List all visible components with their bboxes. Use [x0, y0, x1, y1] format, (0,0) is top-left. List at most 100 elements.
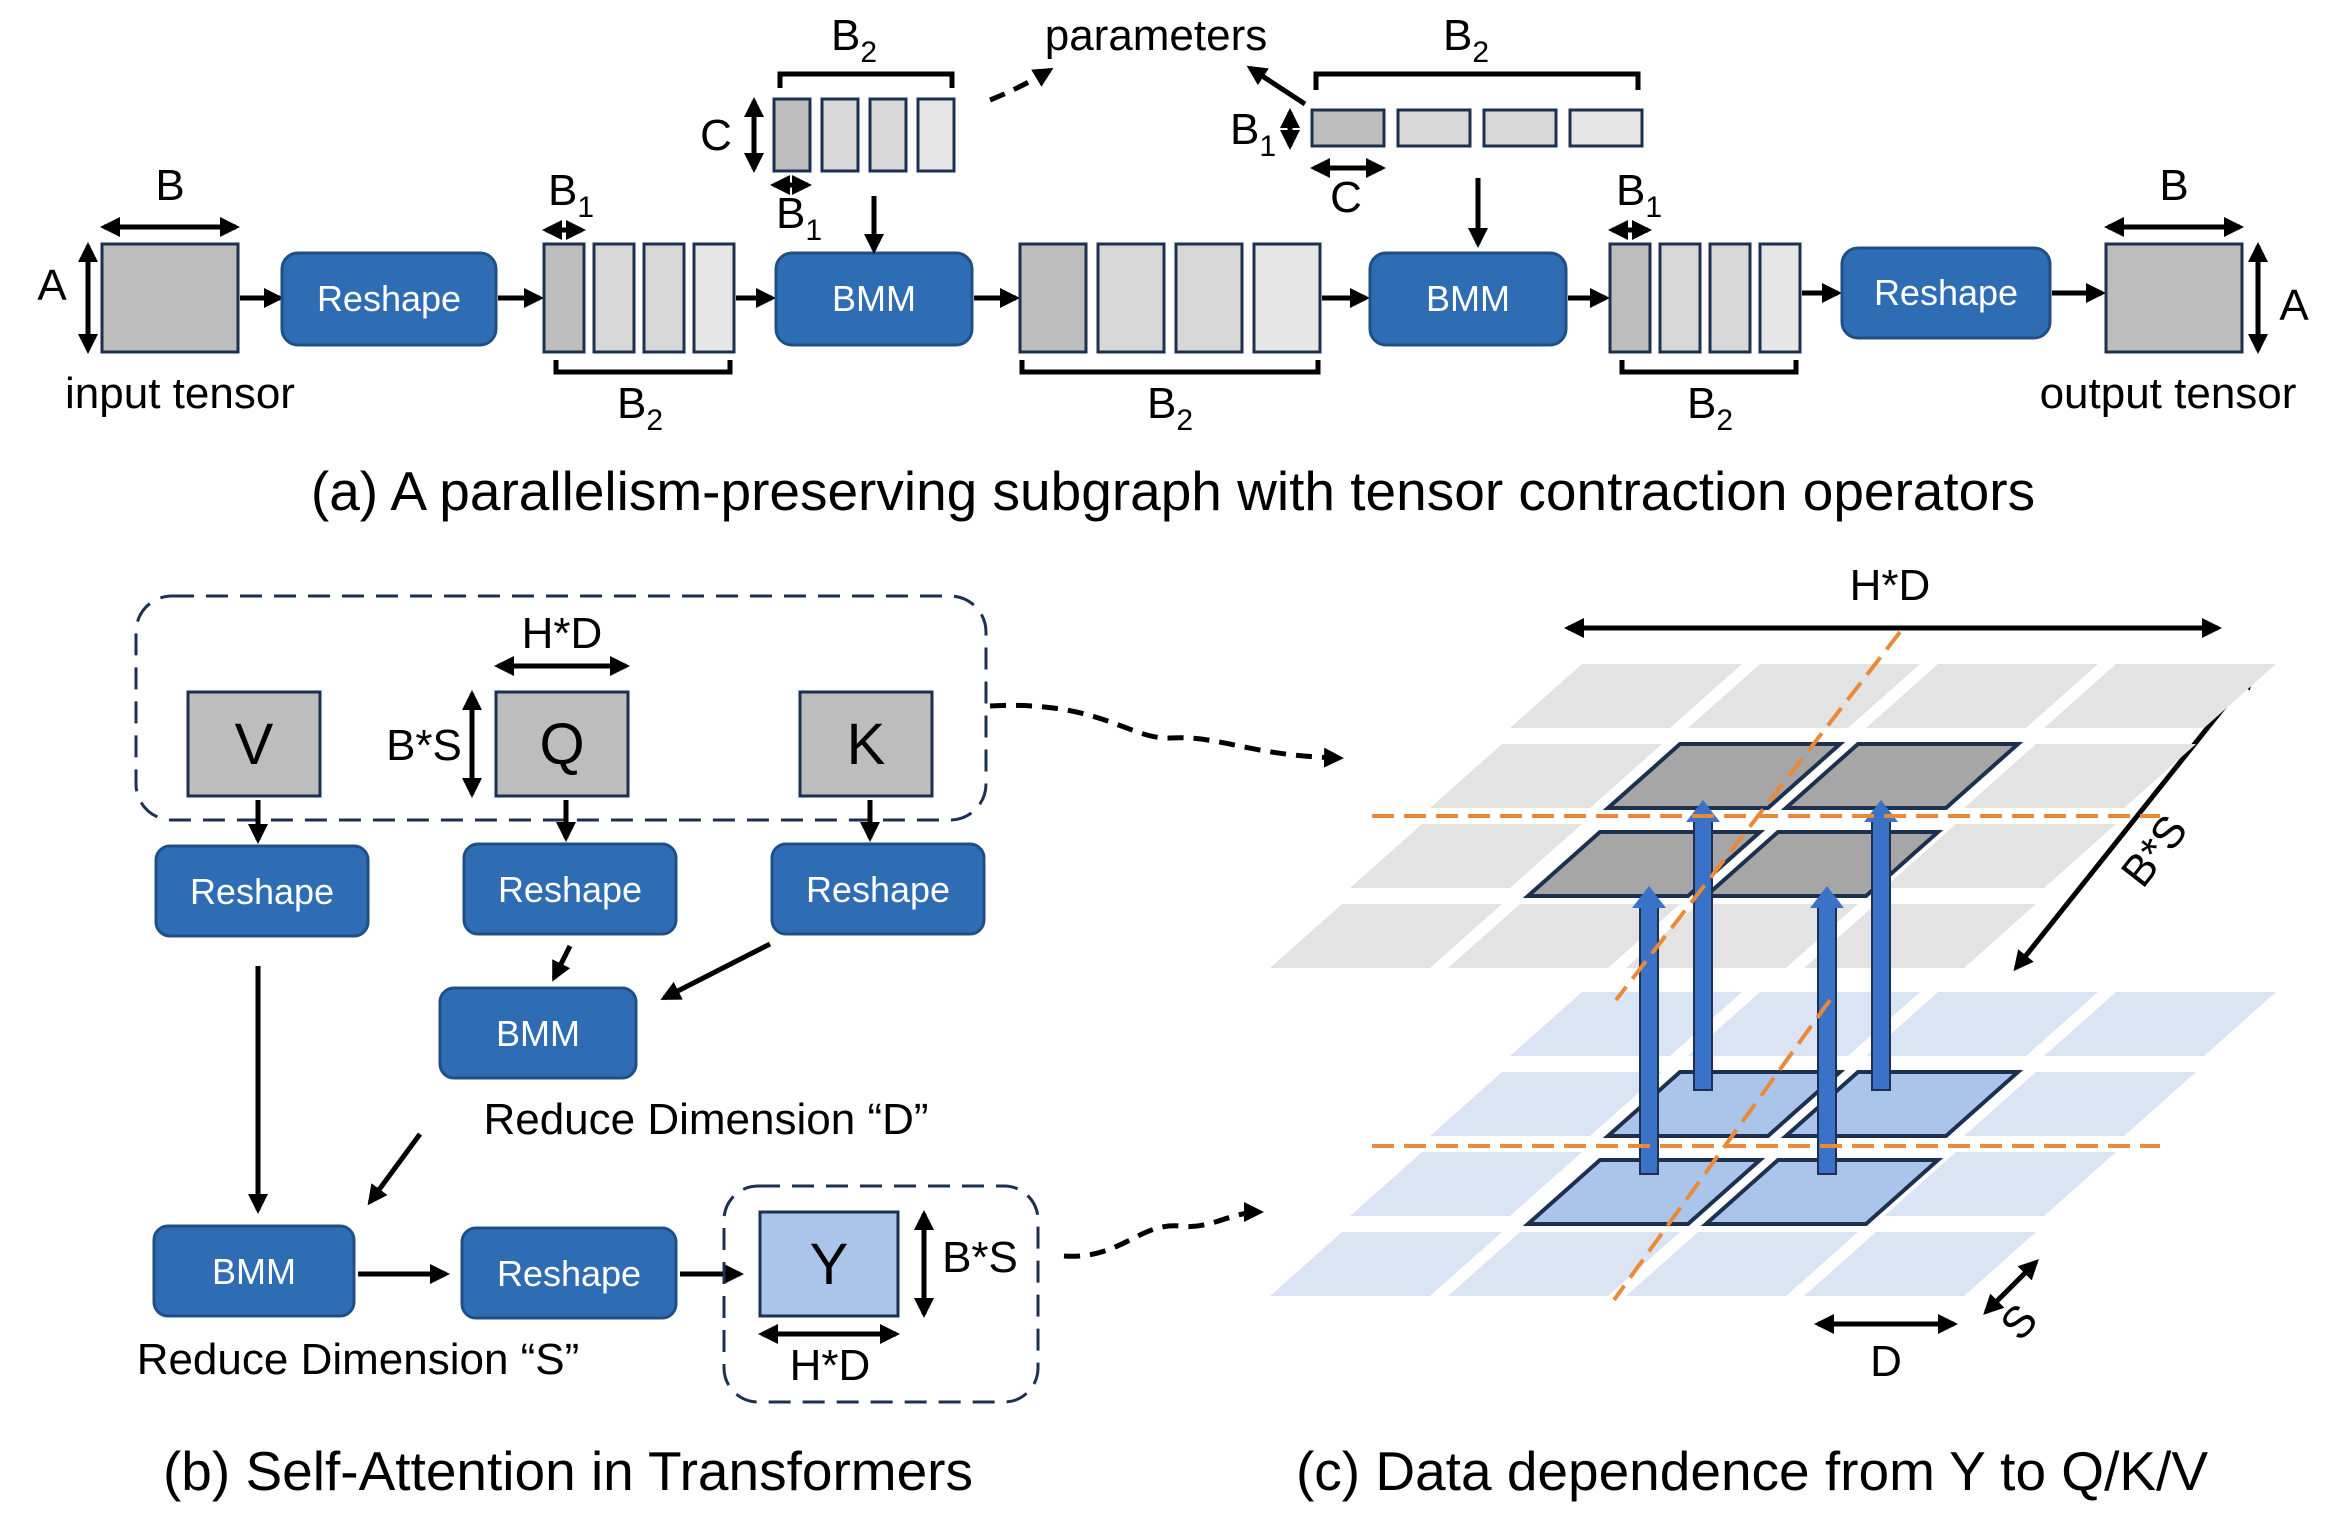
- b2-bracket-3: [1619, 360, 1799, 375]
- bmm-op-2: [1368, 251, 1568, 347]
- partition-line: [1612, 998, 1832, 1302]
- panel-c: H*D B*S: [1270, 561, 2276, 1502]
- output-dim-b: B: [2159, 161, 2188, 210]
- reshape-v-label: Reshape: [190, 871, 334, 912]
- input-tensor-label: input tensor: [65, 369, 295, 418]
- input-dim-a: A: [37, 261, 67, 310]
- cell-y-source: [1780, 1070, 2024, 1138]
- reshape-op-2: [1840, 246, 2052, 340]
- slice-1d: [692, 242, 736, 354]
- b1-label-1: B1: [548, 166, 594, 224]
- b2-bracket-2: [1019, 360, 1321, 375]
- cell-y-source: [1602, 1070, 1846, 1138]
- cell-y: [2044, 992, 2276, 1056]
- input-dim-b: B: [155, 161, 184, 210]
- slice-3d: [1758, 242, 1802, 354]
- tensor-y-label: Y: [810, 1232, 849, 1297]
- cell-dim-s: S: [1991, 1295, 2047, 1350]
- tensor-y: [758, 1210, 900, 1318]
- tensor-v: [186, 690, 322, 798]
- cell-y-source: [1700, 1158, 1944, 1226]
- reduce-d-label: Reduce Dimension “D”: [483, 1095, 928, 1144]
- slice-2a: [1018, 242, 1088, 354]
- b2-bracket-1: [553, 360, 733, 375]
- cell-qkv: [1448, 904, 1680, 968]
- cell-y-source: [1522, 1158, 1766, 1226]
- q-dim-hd: H*D: [522, 609, 603, 658]
- y-to-grid-link: [1063, 1202, 1264, 1259]
- grid-qkv: [1270, 664, 2276, 968]
- cell-qkv: [1866, 664, 2098, 728]
- slice-3a: [1608, 242, 1652, 354]
- pillar-head: [1632, 886, 1666, 908]
- cell-depth-arrow: [1983, 1259, 2039, 1315]
- bmm-v: [152, 1224, 356, 1318]
- slice-1a: [542, 242, 586, 354]
- caption-a: (a) A parallelism-preserving subgraph wi…: [311, 460, 2035, 522]
- reshape-op-2-label: Reshape: [1874, 272, 2018, 313]
- cell-qkv: [1884, 824, 2116, 888]
- tensor-v-label: V: [235, 712, 274, 777]
- reshape-op-1-label: Reshape: [317, 278, 461, 319]
- pillar: [1817, 903, 1837, 1175]
- reshape-y: [460, 1226, 678, 1320]
- arrow-qk-bmm: [367, 1132, 423, 1206]
- slice-2c: [1174, 242, 1244, 354]
- cell-qkv: [1430, 744, 1662, 808]
- b1-label-p2: B1: [1230, 105, 1276, 163]
- slice-2d: [1252, 242, 1322, 354]
- param-2b: [1396, 108, 1472, 148]
- panel-b: V Q K H*D B*S Reshape Reshape Reshape BM…: [134, 594, 1344, 1502]
- c-label-1: C: [700, 111, 732, 160]
- slice-1b: [592, 242, 636, 354]
- param-1c: [868, 97, 908, 173]
- tensor-q: [494, 690, 630, 798]
- q-dim-bs: B*S: [386, 721, 462, 770]
- param-1a: [772, 97, 812, 173]
- b2-label-p2: B2: [1443, 11, 1489, 69]
- b2-label-3: B2: [1687, 379, 1733, 437]
- c-label-2: C: [1330, 173, 1362, 222]
- slice-3b: [1658, 242, 1702, 354]
- output-tensor: [2104, 242, 2244, 354]
- dependency-pillars: [1632, 800, 1898, 1175]
- param-2a: [1310, 108, 1386, 148]
- bmm-qk: [438, 986, 638, 1080]
- parameters-label: parameters: [1045, 11, 1268, 60]
- output-tensor-label: output tensor: [2040, 369, 2297, 418]
- partition-lines: [1372, 630, 2160, 1302]
- param-link-1: [989, 67, 1054, 103]
- grid-depth-arrow: [2013, 668, 2255, 972]
- cell-qkv: [2044, 664, 2276, 728]
- param-1d: [916, 97, 956, 173]
- b2-bracket-p1: [777, 71, 955, 88]
- b2-label-2: B2: [1147, 379, 1193, 437]
- caption-c: (c) Data dependence from Y to Q/K/V: [1296, 1440, 2208, 1502]
- cell-y: [1884, 1152, 2116, 1216]
- reshape-k: [770, 842, 986, 936]
- cell-y: [1688, 992, 1920, 1056]
- b1-label-p1: B1: [776, 189, 822, 247]
- pillar: [1871, 817, 1891, 1091]
- b2-label-p1: B2: [831, 11, 877, 69]
- pillar-head: [1810, 886, 1844, 908]
- slice-1c: [642, 242, 686, 354]
- y-group-box: [722, 1184, 1040, 1404]
- param-2d: [1568, 108, 1644, 148]
- grid-dim-bs: B*S: [2112, 806, 2197, 896]
- grid-y: [1270, 992, 2276, 1296]
- cell-qkv: [1964, 744, 2196, 808]
- cell-qkv-dependent: [1602, 742, 1846, 810]
- reshape-v: [154, 844, 370, 938]
- cell-y: [1626, 1232, 1858, 1296]
- cell-y: [1448, 1232, 1680, 1296]
- y-dim-bs: B*S: [942, 1233, 1018, 1282]
- tensor-k: [798, 690, 934, 798]
- cell-qkv: [1626, 904, 1858, 968]
- bmm-op-2-label: BMM: [1426, 278, 1510, 319]
- pillar: [1639, 903, 1659, 1175]
- cell-y: [1270, 1232, 1502, 1296]
- arrow-k-bmm: [660, 941, 772, 1001]
- reshape-q: [462, 842, 678, 936]
